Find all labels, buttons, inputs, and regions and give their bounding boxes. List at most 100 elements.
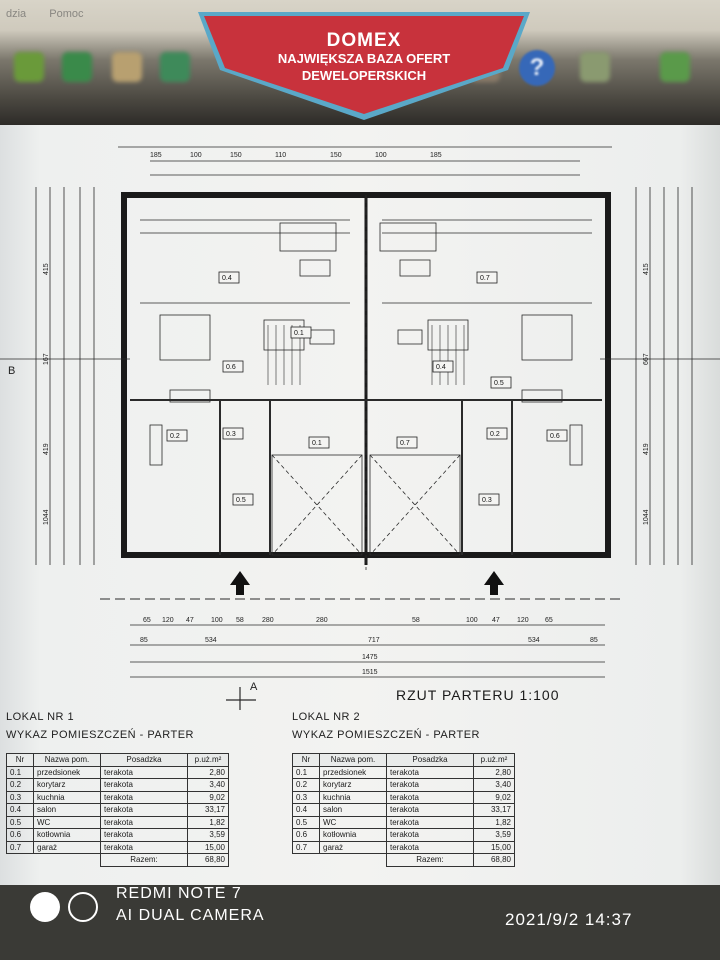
room-tag-label: 0.2 [170,433,180,440]
room-tag-label: 0.7 [480,275,490,282]
room-tag-label: 0.2 [490,431,500,438]
toolbar-icon-6[interactable] [580,52,610,82]
room-tag-label: 0.6 [550,433,560,440]
room-tag-box [432,360,454,373]
dim-label: 47 [492,617,500,624]
side-dim-label: 1044 [43,509,50,525]
cell-name: garaż [319,840,387,854]
room-tag-label: 0.4 [222,275,232,282]
cell-area: 2,80 [187,765,229,779]
unit-2-title: LOKAL NR 2 [292,711,361,723]
table-header-row: Nr Nazwa pom. Posadzka p.uż.m² [292,753,515,767]
toolbar-icon-2[interactable] [62,52,92,82]
cell-nr: 0.2 [292,778,320,792]
dim-label: 185 [150,152,162,159]
toolbar-icon-7[interactable] [660,52,690,82]
section-marker-a: A [250,681,258,693]
banner-subtitle-2: DEWELOPERSKICH [301,68,427,83]
dim-label: 280 [316,617,328,624]
dim-label: 58 [236,617,244,624]
cell-floor: terakota [386,778,474,792]
cell-name: kotłownia [319,828,387,842]
cell-floor: terakota [100,840,188,854]
col-header-floor: Posadzka [100,753,188,767]
unit-2-block: LOKAL NR 2 WYKAZ POMIESZCZEŃ - PARTER Nr… [292,711,562,867]
side-dim-label: 415 [43,263,50,275]
cell-floor: terakota [386,840,474,854]
table-sum-row: Razem:68,80 [293,853,515,867]
cell-area: 3,59 [187,828,229,842]
cell-name: przedsionek [319,765,387,779]
cell-nr: 0.4 [6,803,34,817]
dim-label: 65 [545,617,553,624]
cell-name: korytarz [319,778,387,792]
cell-name: kuchnia [33,790,101,804]
dim-label: 120 [517,617,529,624]
plan-title: RZUT PARTERU 1:100 [396,687,560,703]
room-tag-label: 0.3 [226,431,236,438]
toolbar-icon-4[interactable] [160,52,190,82]
cell-name: przedsionek [33,765,101,779]
side-dim-label: 167 [43,353,50,365]
table-sum-row: Razem:68,80 [7,853,229,867]
banner-subtitle-1: NAJWIĘKSZA BAZA OFERT [277,51,451,66]
dim-label: 100 [466,617,478,624]
cell-nr: 0.4 [292,803,320,817]
dim-label: 100 [211,617,223,624]
cell-area: 9,02 [473,790,515,804]
room-tag-box [478,493,500,506]
room-tag-label: 0.3 [482,497,492,504]
table-header-row: Nr Nazwa pom. Posadzka p.uż.m² [6,753,229,767]
cell-floor: terakota [386,828,474,842]
entrance-arrows [230,571,504,595]
domex-banner: DOMEX NAJWIĘKSZA BAZA OFERT DEWELOPERSKI… [196,10,532,122]
dim-label: 534 [528,637,540,644]
cell-floor: terakota [386,765,474,779]
col-header-area: p.uż.m² [473,753,515,767]
cell-area: 2,80 [473,765,515,779]
help-icon[interactable]: ? [519,50,555,86]
cell-nr: 0.6 [6,828,34,842]
dim-label: 65 [143,617,151,624]
cell-name: kuchnia [319,790,387,804]
cell-area: 33,17 [473,803,515,817]
room-tag-box [222,427,244,440]
cell-floor: terakota [100,828,188,842]
cell-nr: 0.3 [6,790,34,804]
cell-name: salon [319,803,387,817]
room-tag-label: 0.5 [494,380,504,387]
menu-item-help[interactable]: Pomoc [49,8,84,20]
cell-area: 33,17 [187,803,229,817]
cell-floor: terakota [100,790,188,804]
side-dim-label: 415 [643,263,650,275]
cell-name: WC [33,815,101,829]
unit-2-subtitle: WYKAZ POMIESZCZEŃ - PARTER [292,729,480,741]
toolbar-icon-3[interactable] [112,52,142,82]
unit-1-block: LOKAL NR 1 WYKAZ POMIESZCZEŃ - PARTER Nr… [6,711,276,867]
cell-name: kotłownia [33,828,101,842]
menu-item-fragment[interactable]: dzia [6,8,27,20]
col-header-name: Nazwa pom. [33,753,101,767]
cell-floor: terakota [100,803,188,817]
toolbar-icon-1[interactable] [14,52,44,82]
room-tag-label: 0.4 [436,364,446,371]
cell-name: korytarz [33,778,101,792]
cell-area: 3,59 [473,828,515,842]
cell-area: 3,40 [473,778,515,792]
cell-name: garaż [33,840,101,854]
cell-area: 15,00 [473,840,515,854]
